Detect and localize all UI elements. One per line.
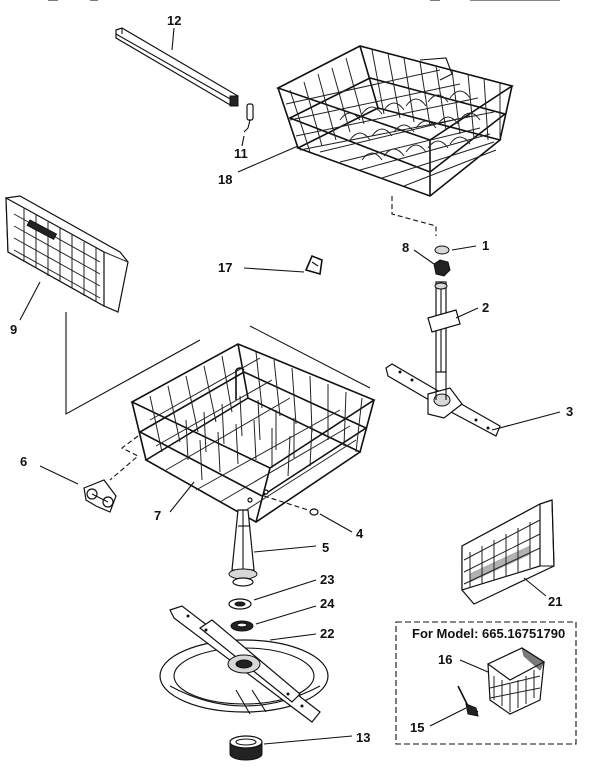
- part-12-rail: [115, 27, 239, 107]
- leader-5: [253, 545, 317, 553]
- label-2: 2: [482, 300, 489, 315]
- label-15: 15: [410, 720, 424, 735]
- part-labels: 12 11 18 8 1 17 2 9 3 6 7 4 5 23 21 24 2…: [10, 13, 573, 745]
- part-3-upper-spray-arm: [385, 363, 501, 437]
- label-3: 3: [566, 404, 573, 419]
- leader-16: [459, 659, 489, 673]
- label-4: 4: [356, 526, 364, 541]
- part-21-basket: [461, 499, 555, 605]
- label-13: 13: [356, 730, 370, 745]
- part-16-basket-cup: [486, 646, 546, 715]
- label-8: 8: [402, 240, 409, 255]
- label-11: 11: [234, 146, 248, 161]
- leader-24: [255, 605, 317, 625]
- part-5-spray-tower: [228, 509, 258, 587]
- part-15-spring: [457, 685, 479, 717]
- relation-line-wheels: [109, 435, 139, 481]
- label-16: 16: [438, 652, 452, 667]
- part-1-nut: [434, 245, 450, 255]
- leader-17: [243, 267, 305, 273]
- part-11-clip: [243, 103, 254, 133]
- part-23-washer: [228, 598, 252, 610]
- leader-15: [429, 707, 467, 727]
- leader-21: [523, 577, 547, 597]
- part-9-silverware-basket: [5, 195, 129, 313]
- label-9: 9: [10, 322, 17, 337]
- leader-13: [263, 735, 353, 745]
- label-5: 5: [322, 540, 329, 555]
- relation-line-basket: [65, 312, 201, 415]
- model-box: For Model: 665.16751790: [395, 621, 577, 745]
- part-2-feed-tube: [427, 281, 461, 373]
- part-17-clip: [304, 254, 323, 276]
- relation-line-upper: [391, 196, 437, 236]
- part-7-lower-rack: [130, 343, 376, 523]
- leader-9: [19, 281, 41, 321]
- label-22: 22: [320, 626, 334, 641]
- label-7: 7: [154, 508, 161, 523]
- relation-line-4: [263, 495, 309, 511]
- label-18: 18: [218, 172, 232, 187]
- label-12: 12: [167, 13, 181, 28]
- part-8-hub: [433, 259, 451, 277]
- leader-3: [491, 411, 561, 431]
- label-1: 1: [482, 238, 489, 253]
- label-6: 6: [20, 454, 27, 469]
- leader-12: [171, 27, 175, 51]
- part-6-wheel-assembly: [83, 479, 117, 513]
- leader-23: [253, 579, 317, 601]
- part-24-seal: [230, 620, 254, 632]
- part-13-filter-ring: [229, 735, 263, 761]
- leader-2: [455, 307, 479, 319]
- part-18-upper-rack: [275, 45, 514, 197]
- relation-line-rack: [249, 325, 371, 389]
- model-box-title: For Model: 665.16751790: [412, 626, 565, 641]
- label-23: 23: [320, 572, 334, 587]
- leader-22: [269, 633, 317, 641]
- leader-8: [413, 249, 435, 265]
- leader-18: [237, 145, 299, 173]
- leader-4: [319, 513, 353, 533]
- leader-1: [451, 245, 477, 251]
- label-21: 21: [548, 594, 562, 609]
- label-24: 24: [320, 596, 335, 611]
- label-17: 17: [218, 260, 232, 275]
- leader-7: [169, 481, 195, 513]
- leader-6: [39, 465, 79, 485]
- part-22-lower-spray-arm: [159, 605, 329, 723]
- leader-11: [241, 135, 245, 147]
- part-4-ball: [309, 508, 319, 516]
